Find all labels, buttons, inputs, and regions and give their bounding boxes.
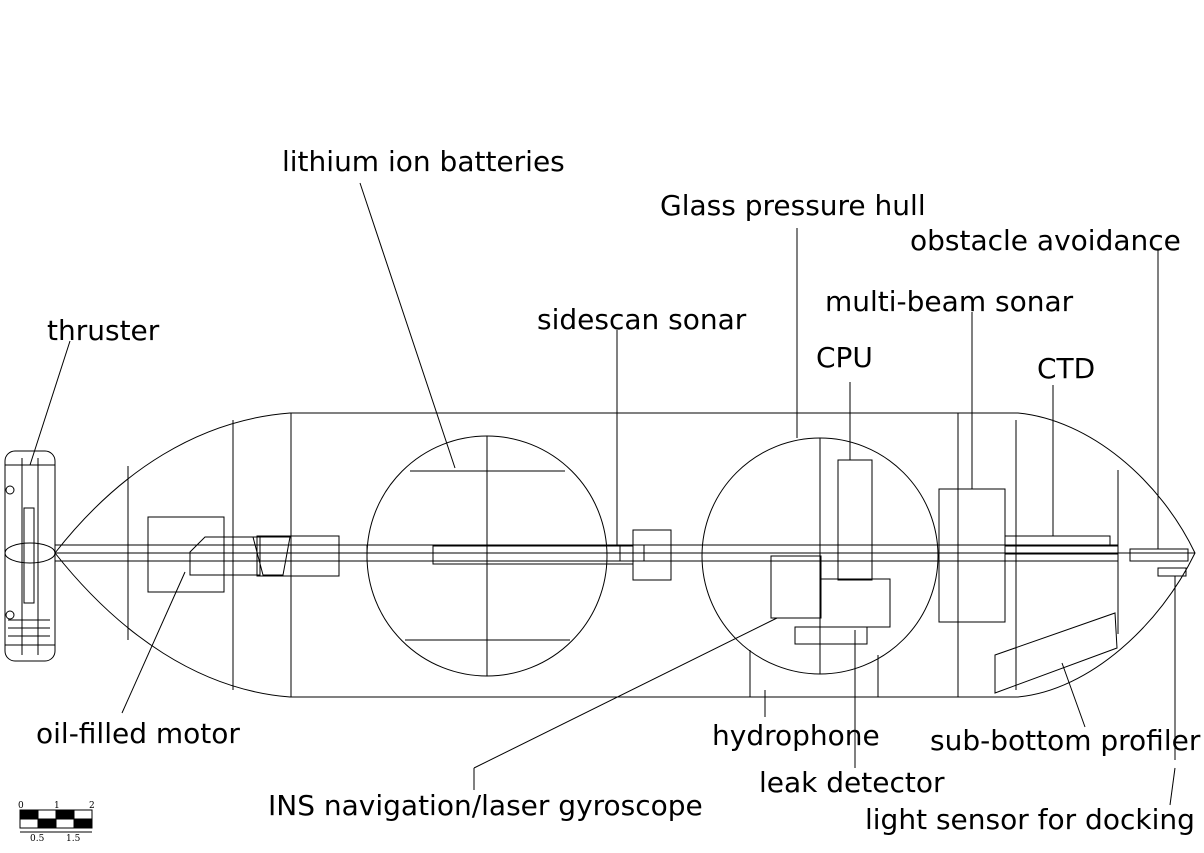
label-lithium-batteries: lithium ion batteries xyxy=(282,145,565,178)
thruster-hub xyxy=(23,507,35,604)
label-leak-detector: leak detector xyxy=(759,766,945,799)
thruster-bolt xyxy=(5,610,15,620)
label-sub-bottom: sub-bottom profiler xyxy=(930,724,1201,757)
label-hydrophone: hydrophone xyxy=(712,719,880,752)
hull-outline xyxy=(54,412,1196,698)
label-sidescan-sonar: sidescan sonar xyxy=(537,303,747,336)
leader-batteries xyxy=(359,182,456,469)
leader-ins xyxy=(473,617,778,769)
leak-detector-unit xyxy=(794,626,868,645)
motor-body xyxy=(189,536,261,576)
propeller-hub xyxy=(4,542,56,564)
scale-tick-label: 1 xyxy=(54,801,60,811)
ins-unit xyxy=(770,555,822,619)
motor-coupling xyxy=(256,535,340,577)
scale-tick-label: 0.5 xyxy=(30,834,45,844)
multibeam-unit xyxy=(938,488,1006,623)
leader-thruster xyxy=(29,340,71,466)
leader-motor xyxy=(121,571,186,714)
scale-tick-label: 1.5 xyxy=(66,834,81,844)
sub-bottom-unit xyxy=(994,612,1118,694)
leader-sub-bottom xyxy=(1061,662,1086,728)
motor-housing xyxy=(147,516,225,593)
scale-bar: 0 1 2 0.5 1.5 xyxy=(18,801,95,844)
label-light-sensor: light sensor for docking xyxy=(865,803,1195,836)
scale-tick-label: 0 xyxy=(18,801,24,811)
label-thruster: thruster xyxy=(47,314,160,347)
cpu-unit xyxy=(837,459,873,581)
obstacle-avoidance-unit xyxy=(1129,548,1189,562)
light-sensor-unit xyxy=(1157,567,1187,577)
label-glass-hull: Glass pressure hull xyxy=(660,189,926,222)
motor-detail xyxy=(252,536,291,576)
sidescan-mount xyxy=(619,544,645,562)
motor-shaft xyxy=(338,544,368,562)
thruster-bolt xyxy=(5,485,15,495)
scale-tick-label: 2 xyxy=(89,801,95,811)
leader-light xyxy=(1169,767,1176,806)
ctd-rail xyxy=(1004,545,1119,555)
label-cpu: CPU xyxy=(816,341,873,374)
label-obstacle-avoidance: obstacle avoidance xyxy=(910,224,1181,257)
label-ctd: CTD xyxy=(1037,352,1095,385)
thruster-housing xyxy=(4,450,56,662)
sidescan-unit xyxy=(632,529,672,581)
label-multibeam-sonar: multi-beam sonar xyxy=(825,285,1074,318)
label-ins: INS navigation/laser gyroscope xyxy=(268,789,703,822)
cpu-board xyxy=(819,578,891,628)
label-oil-motor: oil-filled motor xyxy=(36,717,240,750)
